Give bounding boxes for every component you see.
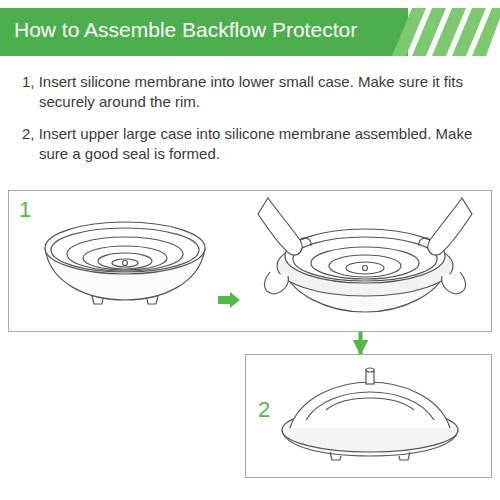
banner-stripes [392,8,500,56]
step-arrow [218,292,240,308]
hands [258,198,472,294]
title-text: How to Assemble Backflow Protector [14,18,357,42]
step-number: 1 [19,197,31,223]
lower-case [45,222,205,304]
instruction-text: 2, Insert upper large case into silicone… [22,124,499,165]
assembled-protector [282,368,458,460]
step-panel: 1 [8,190,492,332]
flow-arrow [359,332,363,354]
instruction-text: 1, Insert silicone membrane into lower s… [22,72,499,113]
title-banner [0,8,408,56]
step-panel: 2 [245,354,492,478]
case-with-membrane [277,229,453,312]
step-number: 2 [258,397,270,423]
